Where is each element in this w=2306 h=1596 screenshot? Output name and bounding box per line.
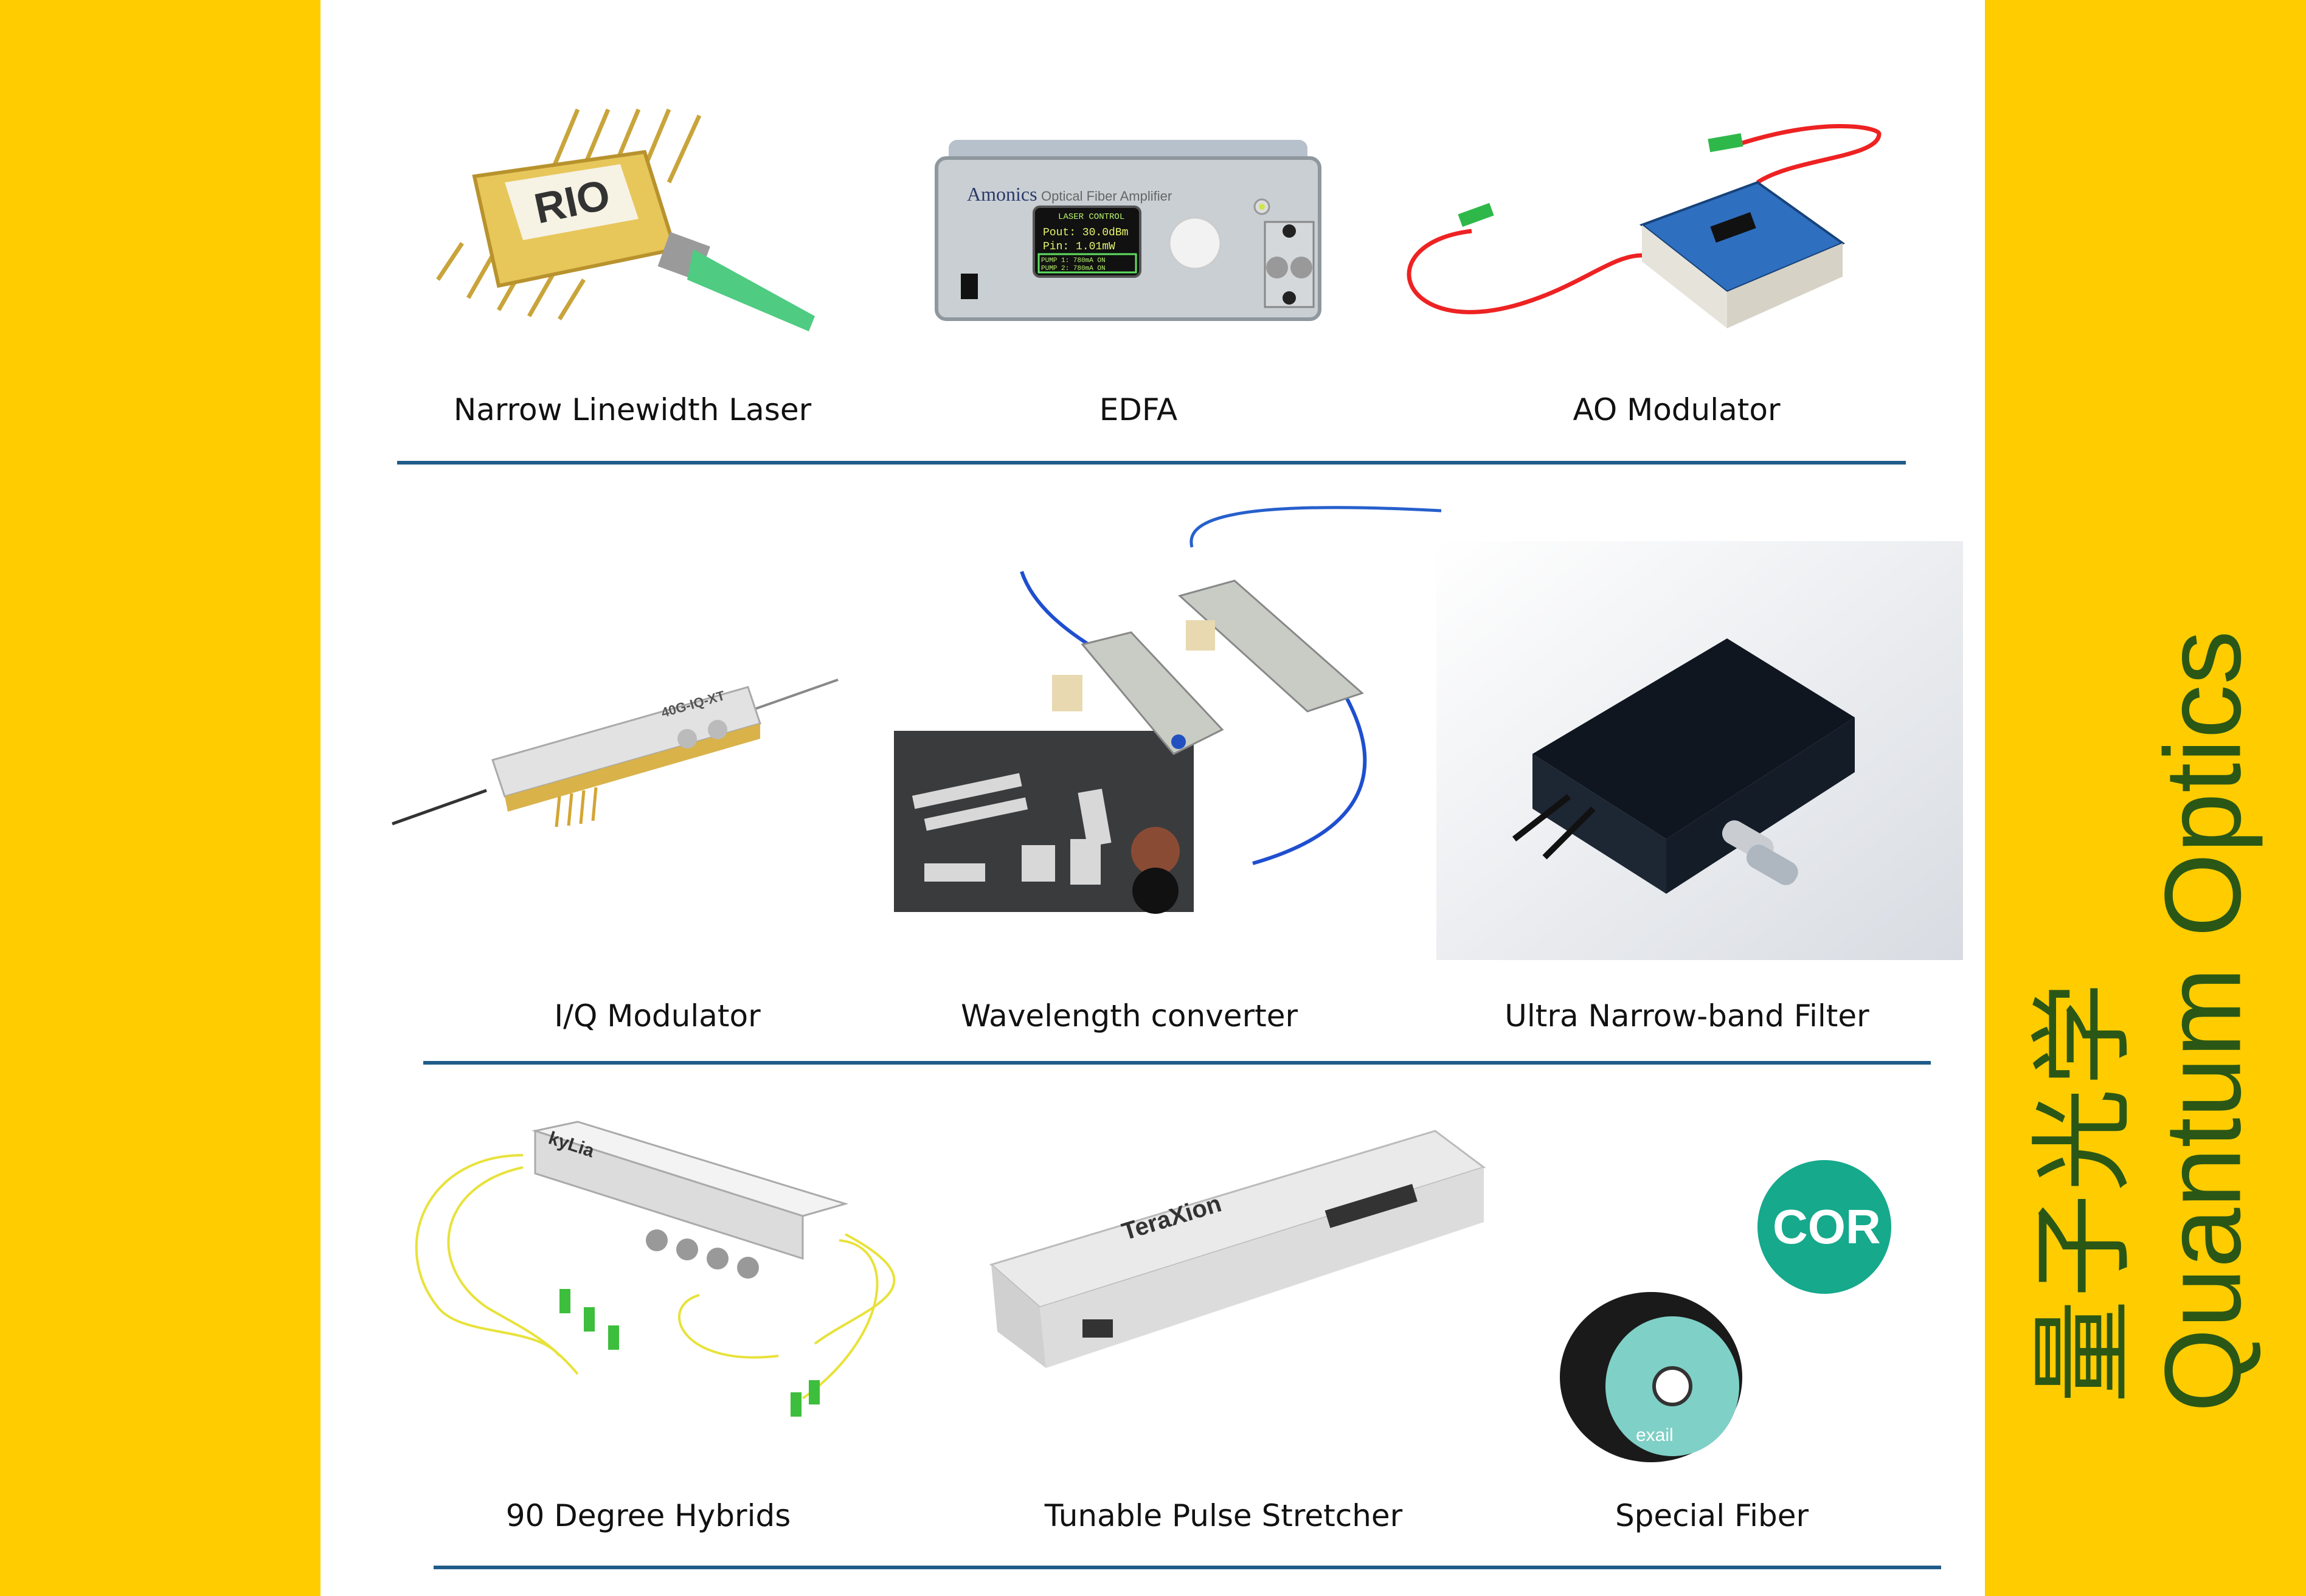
- svg-text:COR: COR: [1773, 1200, 1881, 1254]
- svg-text:LASER CONTROL: LASER CONTROL: [1058, 212, 1124, 222]
- iq-modulator-image: 40G-IQ-XT: [392, 679, 839, 827]
- product-label-special-fiber: Special Fiber: [1615, 1498, 1809, 1533]
- row-divider: [423, 1061, 1931, 1065]
- side-title-chinese: 量子光学: [2023, 979, 2144, 1404]
- row-divider: [434, 1566, 1941, 1569]
- wavelength-converter-image: [894, 506, 1442, 914]
- side-title-english: Quantum Optics: [2142, 630, 2263, 1413]
- ultra-narrow-band-filter-image: [1436, 541, 1963, 960]
- edfa-image: Amonics Optical Fiber Amplifier LASER CO…: [935, 140, 1321, 321]
- product-label-edfa: EDFA: [1099, 392, 1178, 427]
- product-label-wavelength-converter: Wavelength converter: [960, 998, 1298, 1034]
- product-label-90-degree-hybrids: 90 Degree Hybrids: [505, 1498, 791, 1533]
- product-label-ultra-narrow-band-filter: Ultra Narrow-band Filter: [1504, 998, 1869, 1034]
- edfa-pump1-readout: PUMP 1: 780mA ON: [1041, 257, 1106, 264]
- special-fiber-image: COR exail: [1560, 1160, 1891, 1462]
- product-label-narrow-linewidth-laser: Narrow Linewidth Laser: [453, 392, 812, 427]
- product-label-iq-modulator: I/Q Modulator: [554, 998, 761, 1034]
- narrow-linewidth-laser-image: RIO: [436, 108, 815, 331]
- product-label-ao-modulator: AO Modulator: [1573, 392, 1781, 427]
- row-divider: [397, 461, 1906, 465]
- svg-text:Optical Fiber Amplifier: Optical Fiber Amplifier: [1041, 188, 1172, 204]
- svg-text:Pout: 30.0dBm: Pout: 30.0dBm: [1043, 227, 1128, 239]
- right-yellow-panel: [1985, 0, 2306, 1596]
- svg-text:Amonics: Amonics: [967, 183, 1037, 205]
- 90-degree-hybrids-image: kyLia: [415, 1121, 896, 1417]
- tunable-pulse-stretcher-image: TeraXion: [989, 1130, 1486, 1368]
- svg-text:exail: exail: [1636, 1425, 1674, 1445]
- left-yellow-panel: [0, 0, 320, 1596]
- svg-text:Pin: 1.01mW: Pin: 1.01mW: [1043, 241, 1115, 253]
- ao-modulator-image: [1407, 124, 1882, 328]
- edfa-pump2-readout: PUMP 2: 780mA ON: [1041, 265, 1106, 272]
- product-label-tunable-pulse-stretcher: Tunable Pulse Stretcher: [1044, 1498, 1403, 1533]
